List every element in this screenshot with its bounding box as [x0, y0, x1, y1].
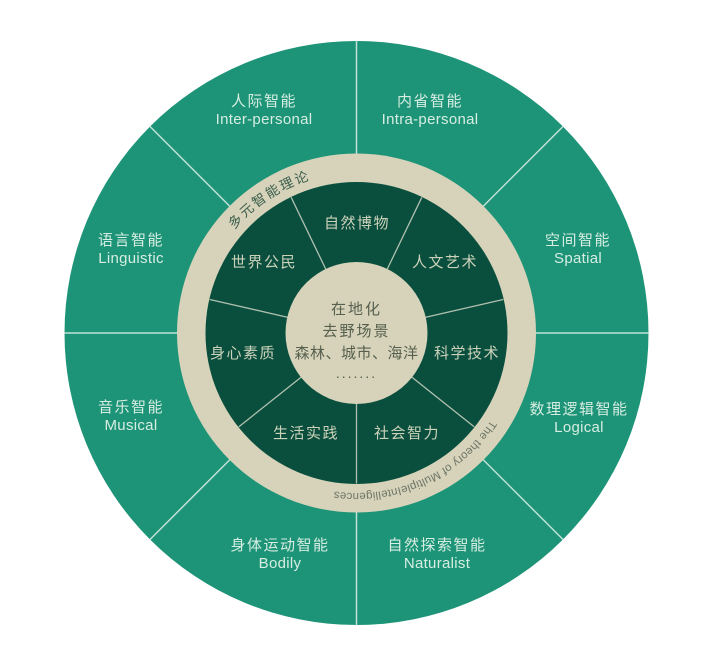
inner-label-humanities-arts: 人文艺术: [412, 254, 478, 271]
outer-label-cn: 内省智能: [397, 92, 463, 110]
outer-ring-labels: 人际智能 Inter-personal 内省智能 Intra-personal …: [98, 92, 628, 572]
center-line-2: 去野场景: [322, 323, 390, 340]
outer-segment-naturalist: 自然探索智能 Naturalist: [387, 536, 486, 572]
outer-label-cn: 人际智能: [231, 92, 297, 110]
inner-label-nature-museum: 自然博物: [324, 215, 390, 232]
outer-label-cn: 音乐智能: [98, 398, 164, 416]
center-line-3: 森林、城市、海洋: [294, 345, 418, 362]
outer-label-cn: 空间智能: [545, 231, 611, 249]
inner-ring-dividers: [209, 197, 504, 484]
outer-segment-interpersonal: 人际智能 Inter-personal: [216, 92, 313, 128]
inner-label-science-tech: 科学技术: [434, 345, 500, 362]
center-line-4: .......: [336, 365, 377, 381]
outer-label-en: Logical: [554, 419, 604, 436]
divider-outer-se: [482, 458, 564, 541]
outer-segment-spatial: 空间智能 Spatial: [545, 231, 611, 267]
outer-label-en: Bodily: [259, 555, 302, 572]
divider-outer-ne: [482, 125, 564, 208]
outer-label-cn: 自然探索智能: [387, 536, 486, 554]
inner-label-mind-body: 身心素质: [210, 345, 276, 362]
divider-inner-3: [411, 376, 475, 428]
outer-label-en: Intra-personal: [382, 111, 479, 128]
outer-label-cn: 身体运动智能: [230, 536, 329, 554]
outer-label-cn: 语言智能: [98, 231, 164, 249]
divider-inner-6: [209, 298, 288, 318]
divider-outer-nw: [149, 125, 231, 208]
divider-inner-2: [425, 298, 504, 318]
inner-label-life-practice: 生活实践: [273, 425, 339, 442]
center-circle: [285, 262, 428, 404]
inner-label-world-citizen: 世界公民: [231, 254, 297, 271]
outer-label-en: Musical: [105, 417, 158, 434]
outer-label-en: Spatial: [554, 250, 602, 267]
outer-segment-linguistic: 语言智能 Linguistic: [98, 231, 164, 267]
outer-label-en: Inter-personal: [216, 111, 313, 128]
divider-inner-1: [386, 197, 423, 270]
outer-label-en: Linguistic: [98, 250, 164, 267]
outer-segment-bodily: 身体运动智能 Bodily: [230, 536, 329, 572]
ring-discs: [63, 40, 650, 626]
center-text: 在地化 去野场景 森林、城市、海洋 .......: [294, 301, 418, 381]
divider-inner-5: [238, 376, 302, 428]
inner-label-social-intelligence: 社会智力: [374, 424, 440, 442]
outer-segment-logical: 数理逻辑智能 Logical: [529, 400, 628, 436]
outer-segment-intrapersonal: 内省智能 Intra-personal: [382, 92, 479, 128]
outer-label-cn: 数理逻辑智能: [529, 400, 628, 418]
divider-outer-sw: [149, 458, 231, 541]
outer-label-en: Naturalist: [404, 555, 471, 572]
outer-segment-musical: 音乐智能 Musical: [98, 398, 164, 434]
outer-ring-dividers: [63, 40, 650, 626]
divider-inner-7: [290, 197, 327, 270]
inner-ring-labels: 自然博物 人文艺术 科学技术 社会智力 生活实践 身心素质 世界公民: [210, 215, 500, 442]
center-line-1: 在地化: [331, 301, 382, 318]
